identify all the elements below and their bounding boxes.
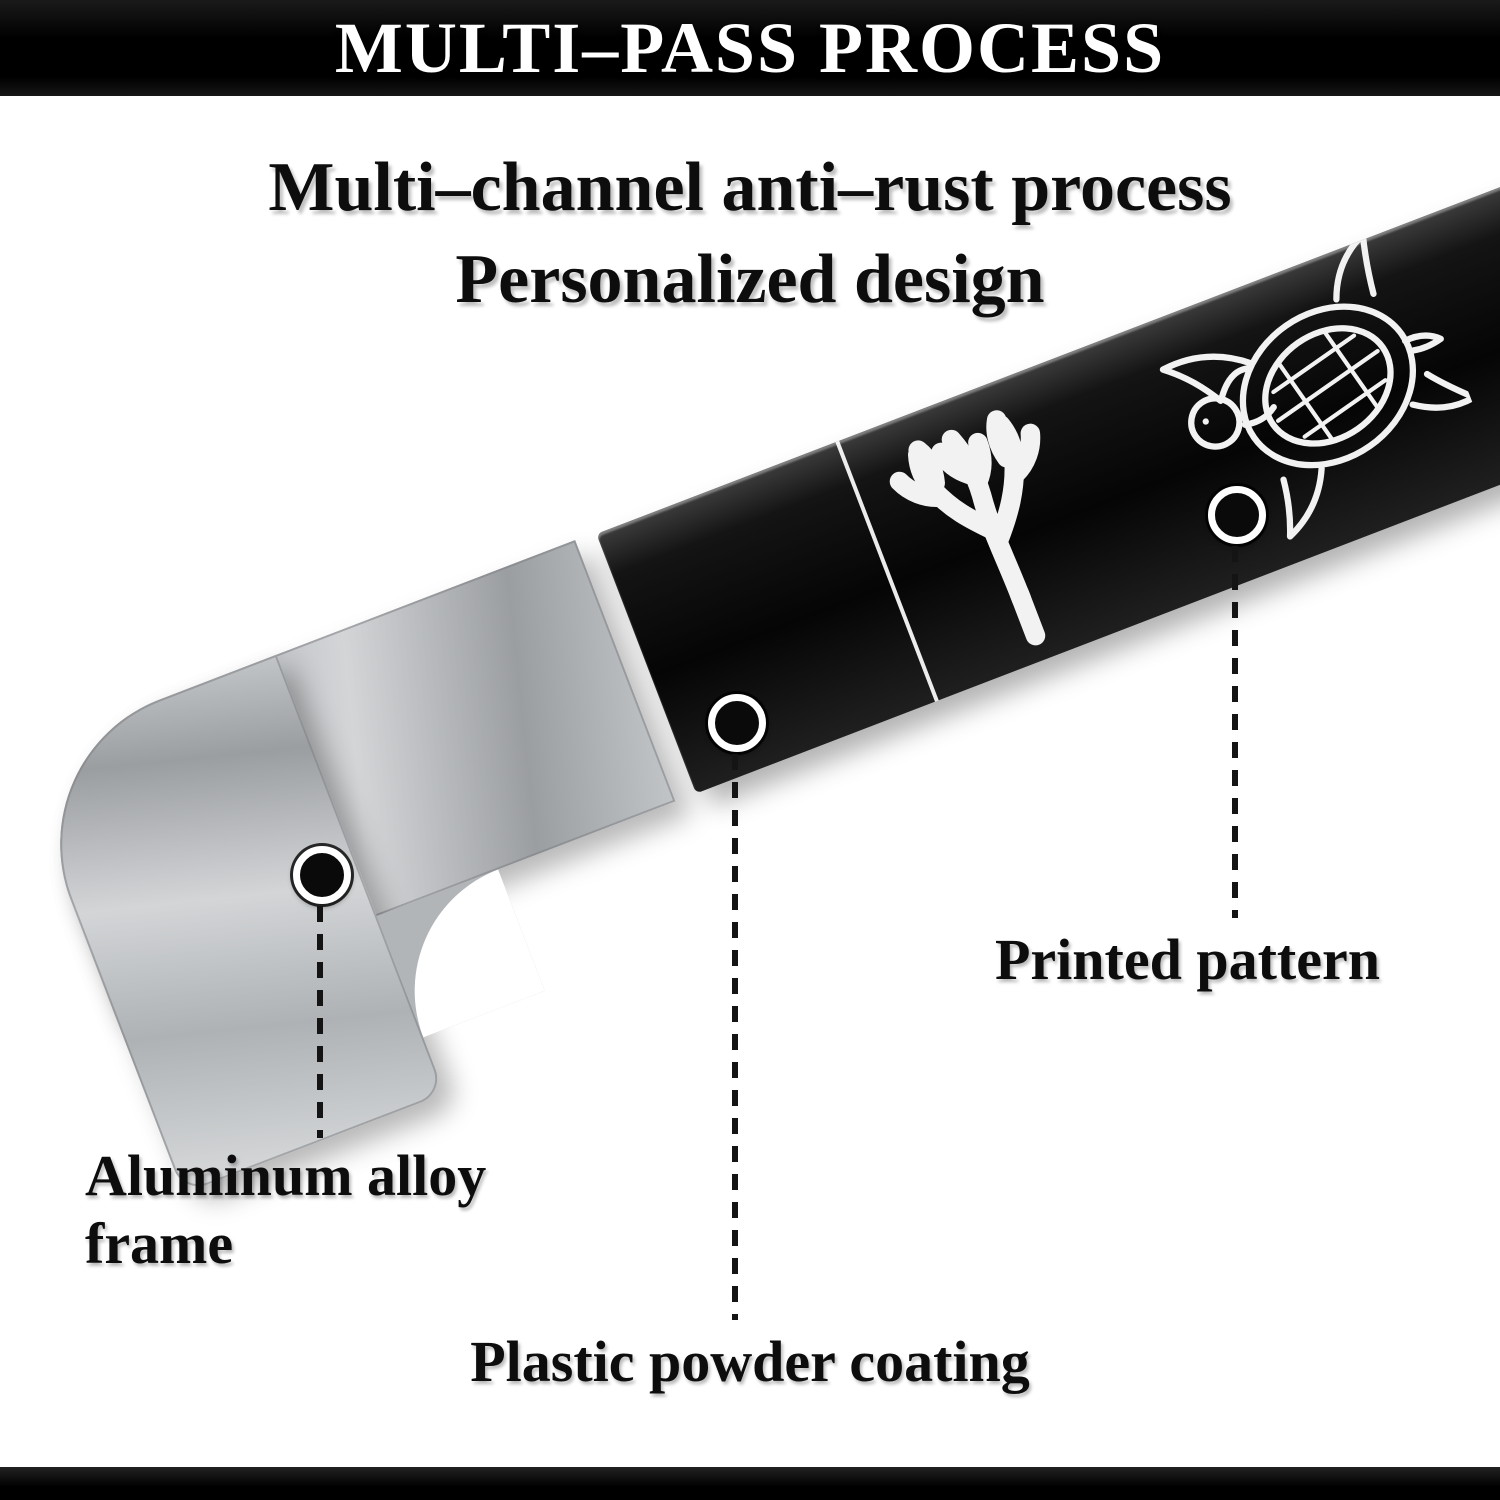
- banner-title: MULTI–PASS PROCESS: [334, 7, 1166, 88]
- leader-line-pattern: [1232, 546, 1238, 918]
- bottom-bar: [0, 1467, 1500, 1500]
- label-printed-pattern: Printed pattern: [995, 927, 1380, 992]
- callout-dot-aluminum: [293, 846, 351, 904]
- headline-line-1: Multi–channel anti–rust process: [268, 149, 1232, 226]
- label-aluminum-alloy-frame: Aluminum alloy frame: [85, 1143, 487, 1277]
- leader-line-aluminum: [317, 906, 323, 1138]
- top-banner: MULTI–PASS PROCESS: [0, 0, 1500, 96]
- headline: Multi–channel anti–rust process Personal…: [0, 142, 1500, 327]
- label-plastic-powder-coating: Plastic powder coating: [470, 1329, 1030, 1394]
- callout-dot-coating: [708, 694, 766, 752]
- leader-line-coating: [732, 754, 738, 1320]
- callout-dot-pattern: [1208, 486, 1266, 544]
- headline-line-2: Personalized design: [455, 241, 1045, 319]
